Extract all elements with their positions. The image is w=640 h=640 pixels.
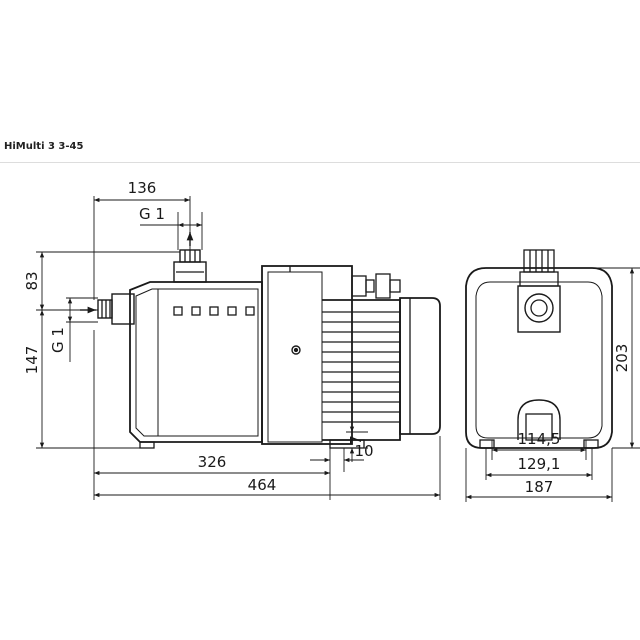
dim-326-label: 326: [198, 453, 227, 471]
dim-83-label: 83: [23, 271, 41, 290]
dim-187-label: 187: [525, 478, 554, 496]
product-title: HiMulti 3 3-45: [4, 141, 84, 152]
header-separator: [0, 162, 640, 163]
dim-10-label: 10: [354, 442, 373, 460]
dim-7-label: 7: [347, 435, 365, 445]
pump-side-view: [97, 249, 441, 449]
dim-147-label: 147: [23, 346, 41, 375]
dim-136-label: 136: [128, 179, 157, 197]
header-area: HiMulti 3 3-45: [0, 0, 640, 162]
pump-front-view: [465, 249, 613, 449]
dim-g1-top-label: G 1: [139, 205, 165, 223]
dim-464-label: 464: [248, 476, 277, 494]
dim-129-1-label: 129,1: [518, 455, 561, 473]
dim-g1-side-label: G 1: [49, 327, 67, 353]
dim-114-5-label: 114,5: [518, 430, 561, 448]
dim-203-label: 203: [613, 344, 631, 373]
